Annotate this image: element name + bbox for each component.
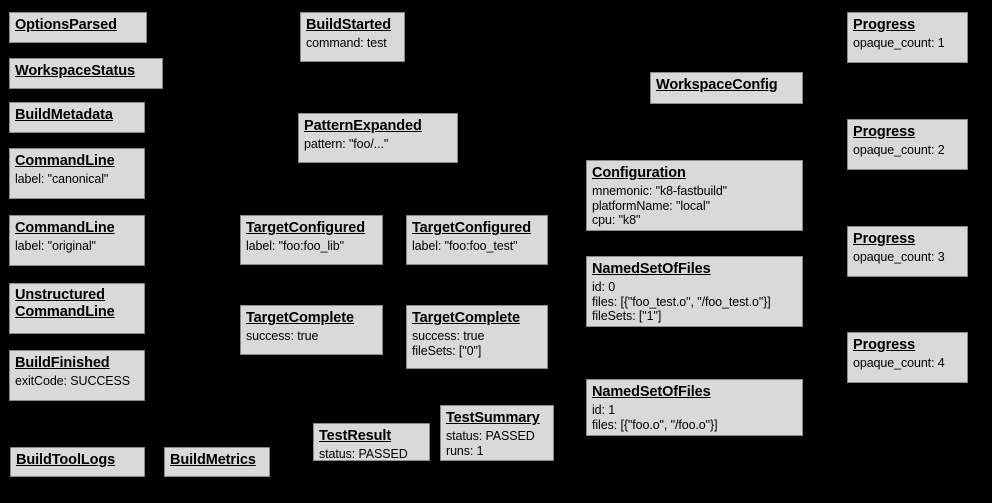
node-test-summary[interactable]: TestSummary status: PASSED runs: 1: [440, 405, 554, 461]
node-title: OptionsParsed: [15, 17, 117, 33]
node-title: Configuration: [592, 165, 686, 181]
node-title: BuildMetrics: [170, 452, 256, 468]
node-title: Progress: [853, 337, 916, 353]
node-title: TargetComplete: [412, 310, 520, 326]
node-fields: label: "original": [15, 238, 96, 253]
node-fields: opaque_count: 4: [853, 355, 945, 370]
node-title: NamedSetOfFiles: [592, 384, 711, 400]
node-build-started[interactable]: BuildStarted command: test: [300, 12, 405, 62]
node-title: BuildMetadata: [15, 107, 113, 123]
node-title: CommandLine: [15, 153, 115, 169]
node-pattern-expanded[interactable]: PatternExpanded pattern: "foo/...": [298, 113, 458, 163]
node-target-configured-test[interactable]: TargetConfigured label: "foo:foo_test": [406, 215, 548, 265]
node-workspace-config[interactable]: WorkspaceConfig: [650, 72, 803, 104]
node-build-finished[interactable]: BuildFinished exitCode: SUCCESS: [9, 350, 145, 401]
node-target-complete-lib[interactable]: TargetComplete success: true: [240, 305, 383, 355]
node-fields: opaque_count: 3: [853, 249, 945, 264]
node-build-metrics[interactable]: BuildMetrics: [164, 447, 270, 477]
node-configuration[interactable]: Configuration mnemonic: "k8-fastbuild" pl…: [586, 160, 803, 231]
node-fields: label: "canonical": [15, 171, 109, 186]
node-build-metadata[interactable]: BuildMetadata: [9, 102, 145, 133]
node-target-configured-lib[interactable]: TargetConfigured label: "foo:foo_lib": [240, 215, 383, 265]
node-title: TestSummary: [446, 410, 540, 426]
node-title: Unstructured CommandLine: [15, 287, 115, 321]
node-command-line-canonical[interactable]: CommandLine label: "canonical": [9, 148, 145, 199]
node-unstructured-cmdline[interactable]: Unstructured CommandLine: [9, 283, 145, 334]
node-title: TargetComplete: [246, 310, 354, 326]
node-title: TargetConfigured: [246, 220, 365, 236]
node-fields: id: 0 files: [{"foo_test.o", "/foo_test.…: [592, 279, 771, 324]
node-target-complete-test[interactable]: TargetComplete success: true fileSets: ["…: [406, 305, 548, 369]
node-title: BuildFinished: [15, 355, 110, 371]
node-fields: opaque_count: 2: [853, 142, 945, 157]
node-title: Progress: [853, 17, 916, 33]
node-fields: status: PASSED runs: 1: [446, 428, 535, 458]
node-fields: command: test: [306, 35, 387, 50]
node-build-tool-logs[interactable]: BuildToolLogs: [10, 447, 145, 477]
node-title: Progress: [853, 124, 916, 140]
node-title: TestResult: [319, 428, 392, 444]
node-fields: opaque_count: 1: [853, 35, 945, 50]
node-progress-2[interactable]: Progress opaque_count: 2: [847, 119, 968, 170]
node-named-set-of-files-0[interactable]: NamedSetOfFiles id: 0 files: [{"foo_test.…: [586, 256, 803, 327]
node-fields: success: true: [246, 328, 319, 343]
node-fields: success: true fileSets: ["0"]: [412, 328, 485, 358]
node-fields: mnemonic: "k8-fastbuild" platformName: "…: [592, 183, 728, 228]
node-fields: exitCode: SUCCESS: [15, 373, 131, 388]
node-title: Progress: [853, 231, 916, 247]
node-fields: label: "foo:foo_test": [412, 238, 518, 253]
node-title: PatternExpanded: [304, 118, 422, 134]
node-workspace-status[interactable]: WorkspaceStatus: [9, 58, 163, 89]
node-fields: status: PASSED: [319, 446, 408, 461]
node-command-line-original[interactable]: CommandLine label: "original": [9, 215, 145, 266]
node-fields: id: 1 files: [{"foo.o", "/foo.o"}]: [592, 402, 718, 432]
node-test-result[interactable]: TestResult status: PASSED: [313, 423, 430, 461]
node-title: TargetConfigured: [412, 220, 531, 236]
node-title: CommandLine: [15, 220, 115, 236]
node-named-set-of-files-1[interactable]: NamedSetOfFiles id: 1 files: [{"foo.o", "…: [586, 379, 803, 436]
node-fields: label: "foo:foo_lib": [246, 238, 344, 253]
node-title: NamedSetOfFiles: [592, 261, 711, 277]
node-title: WorkspaceStatus: [15, 63, 135, 79]
node-progress-3[interactable]: Progress opaque_count: 3: [847, 226, 968, 277]
node-options-parsed[interactable]: OptionsParsed: [9, 12, 147, 43]
node-fields: pattern: "foo/...": [304, 136, 389, 151]
node-title: BuildToolLogs: [16, 452, 116, 468]
node-progress-1[interactable]: Progress opaque_count: 1: [847, 12, 968, 63]
node-title: WorkspaceConfig: [656, 77, 778, 93]
node-progress-4[interactable]: Progress opaque_count: 4: [847, 332, 968, 383]
node-title: BuildStarted: [306, 17, 392, 33]
